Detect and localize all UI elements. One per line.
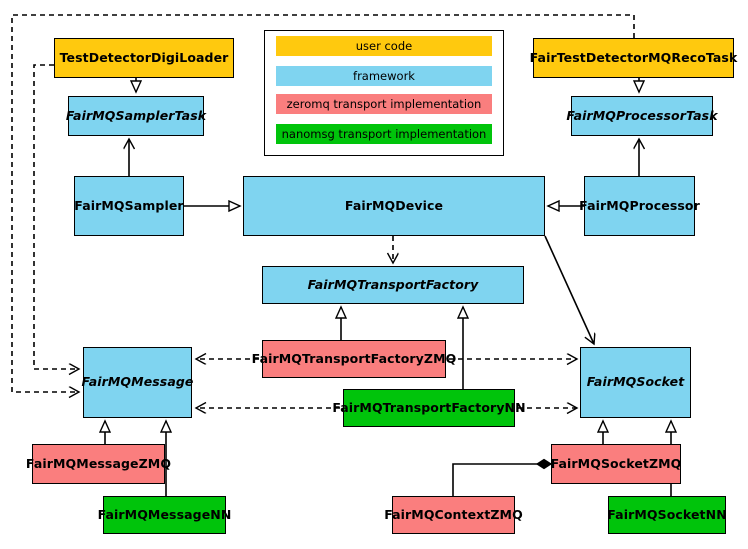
legend-item-zeromq: zeromq transport implementation (276, 94, 492, 114)
class-label: FairMQDevice (344, 197, 444, 213)
class-node-fairmqcontextzmq[interactable]: FairMQContextZMQ (384, 496, 523, 534)
class-label: FairMQTransportFactoryZMQ (251, 350, 457, 366)
class-node-fairtestdetectormqrecotask[interactable]: FairTestDetectorMQRecoTask (530, 38, 737, 78)
class-node-fairmqsocket[interactable]: FairMQSocket (580, 347, 691, 418)
legend-label-zeromq: zeromq transport implementation (286, 97, 482, 111)
class-label: FairMQMessageZMQ (25, 455, 172, 471)
class-node-fairmqdevice[interactable]: FairMQDevice (243, 176, 545, 236)
class-node-fairmqsocketzmq[interactable]: FairMQSocketZMQ (551, 444, 681, 484)
legend-label-framework: framework (353, 69, 415, 83)
class-node-testdetectordigiloader[interactable]: TestDetectorDigiLoader (54, 38, 234, 78)
class-label: FairMQMessage (81, 374, 194, 390)
legend-item-nanomsg: nanomsg transport implementation (276, 124, 492, 144)
edge-device-to-socket (544, 235, 594, 344)
class-node-fairmqtransportfactory[interactable]: FairMQTransportFactory (262, 266, 524, 304)
edge-contextzmq-to-socketzmq (452, 464, 551, 496)
class-node-fairmqsampler[interactable]: FairMQSampler (74, 176, 184, 236)
legend-item-user-code: user code (276, 36, 492, 56)
class-node-fairmqsocketnn[interactable]: FairMQSocketNN (607, 496, 727, 534)
class-node-fairmqmessage[interactable]: FairMQMessage (81, 347, 194, 418)
class-label: FairMQContextZMQ (384, 506, 523, 522)
class-node-fairmqtransportfactoryzmq[interactable]: FairMQTransportFactoryZMQ (252, 340, 456, 378)
legend-label-nanomsg: nanomsg transport implementation (281, 127, 487, 141)
class-label: FairMQSocket (586, 374, 685, 390)
class-node-fairmqmessagezmq[interactable]: FairMQMessageZMQ (26, 444, 171, 484)
legend-label-user-code: user code (355, 39, 413, 53)
class-node-fairmqprocessor[interactable]: FairMQProcessor (579, 176, 700, 236)
class-label: FairMQMessageNN (97, 506, 232, 522)
class-label: FairMQSocketZMQ (550, 455, 682, 471)
class-label: FairTestDetectorMQRecoTask (529, 49, 738, 65)
class-label: FairMQSamplerTask (65, 107, 207, 123)
legend-item-framework: framework (276, 66, 492, 86)
class-label: FairMQTransportFactoryNN (332, 399, 526, 415)
class-label: FairMQSampler (74, 197, 184, 213)
class-label: FairMQProcessorTask (566, 107, 718, 123)
class-node-fairmqtransportfactorynn[interactable]: FairMQTransportFactoryNN (332, 389, 526, 427)
class-node-fairmqprocessortask[interactable]: FairMQProcessorTask (566, 96, 718, 136)
class-node-fairmqmessagenn[interactable]: FairMQMessageNN (98, 496, 231, 534)
class-label: FairMQProcessor (579, 197, 700, 213)
class-node-fairmqsamplertask[interactable]: FairMQSamplerTask (65, 96, 207, 136)
class-label: FairMQTransportFactory (307, 276, 479, 292)
class-label: TestDetectorDigiLoader (59, 49, 229, 65)
class-label: FairMQSocketNN (607, 506, 727, 522)
